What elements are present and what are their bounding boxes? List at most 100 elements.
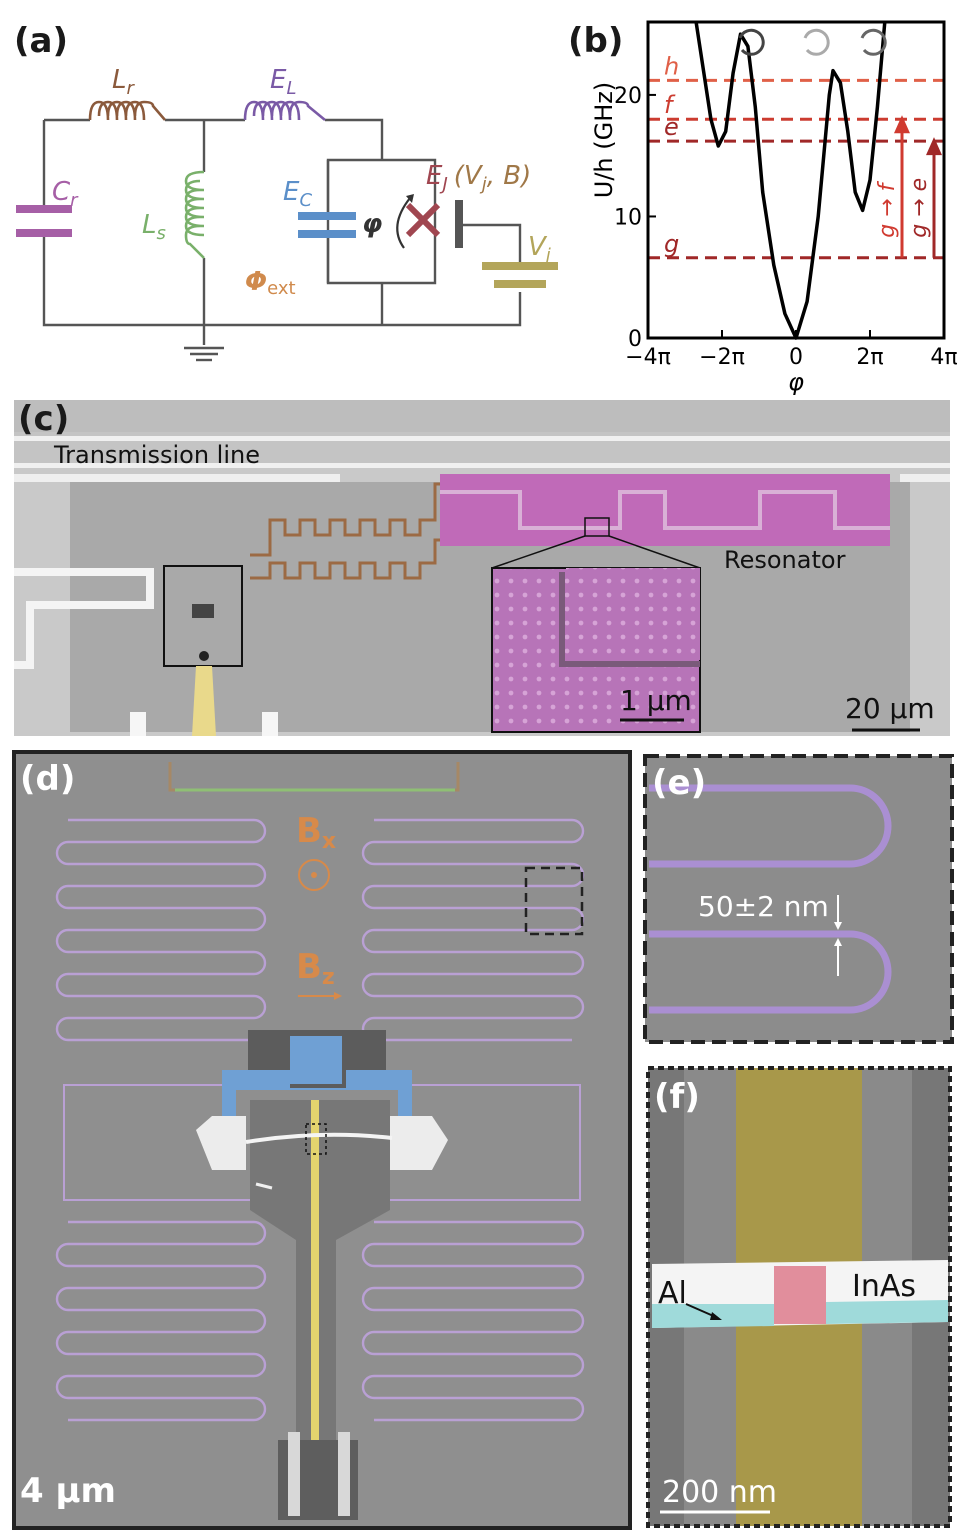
transmission-line-upper [14, 436, 950, 441]
xtick-label-3: 2π [856, 345, 883, 370]
d-gate-region [250, 1100, 390, 1470]
transmission-line-lower [14, 463, 950, 468]
transition-label-1: g → e [907, 178, 932, 238]
f-al-right [826, 1300, 948, 1324]
phi-ext-label: Φext [245, 267, 296, 299]
cr-plate-top [16, 205, 72, 213]
d-meanders [55, 818, 585, 1422]
d-zoom-box [305, 1123, 327, 1155]
ec-plate-bottom [298, 230, 356, 238]
zoom-box [584, 517, 610, 537]
sem-e-frame [643, 754, 954, 1044]
vj-label: Vj [528, 232, 551, 266]
d-lead-left [288, 1432, 300, 1516]
vj-plate-long [482, 262, 558, 270]
e-arrowhead-bottom [834, 938, 842, 946]
level-label-h: h [664, 52, 679, 80]
potential-curve [694, 21, 887, 340]
meander-bottom-right [361, 1220, 585, 1422]
panel-c-label: (c) [18, 399, 69, 439]
level-label-e: e [664, 113, 679, 141]
ls-label: Ls [142, 210, 166, 244]
panel-b-label: (b) [568, 21, 623, 61]
d-nanowire [245, 1132, 393, 1144]
phi-arrowhead [406, 194, 414, 203]
e-meander-lower [649, 930, 892, 1014]
level-label-g: g [664, 230, 679, 258]
pad-left [130, 712, 146, 736]
cr-label: Cr [52, 177, 79, 211]
zoom-line-right [608, 535, 701, 569]
ej-junction [405, 202, 441, 238]
bx-dot [311, 872, 317, 878]
d-contact-left [196, 1116, 246, 1170]
bx-label: Bx [296, 811, 336, 854]
meander-bottom-left [55, 1220, 267, 1422]
qubit-device [192, 604, 214, 618]
f-al-arrowhead [710, 1312, 722, 1320]
bz-label: Bz [296, 947, 335, 990]
inset-upper-region [566, 568, 700, 660]
f-inas-label: InAs [852, 1269, 916, 1304]
d-lead-right [338, 1432, 350, 1516]
inset-edge [559, 572, 700, 667]
panel-f-label: (f) [654, 1077, 700, 1117]
meander-top-left [55, 818, 267, 1042]
gate-pad [199, 651, 209, 661]
transition-arrowhead-0 [894, 115, 910, 134]
ground-edge-left [14, 474, 340, 482]
xtick-label-4: 4π [930, 345, 957, 370]
panel-d-label: (d) [20, 759, 75, 799]
d-fragment [255, 1182, 273, 1190]
xtick-label-2: 0 [789, 345, 803, 370]
panel-a-label: (a) [14, 21, 68, 61]
f-junction-inas [774, 1266, 826, 1324]
sem-c-top-band [14, 400, 950, 432]
ground-edge-right [900, 474, 950, 482]
d-capacitor-pad [290, 1036, 342, 1084]
pad-right [262, 712, 278, 736]
transition-arrowhead-1 [926, 137, 942, 156]
resonator-gap [440, 490, 890, 530]
xtick-label-1: −2π [699, 345, 745, 370]
x-axis-label: φ [788, 368, 804, 396]
panel-d: Bx Bz (d) 4 μm [12, 750, 632, 1530]
panel-e: 50±2 nm (e) [643, 754, 954, 1044]
lr-inductor [88, 100, 166, 121]
circuit-wires [42, 118, 522, 345]
feed-line-left [14, 568, 154, 669]
panel-a: (a) Lr EL [14, 21, 558, 362]
e-width-annotation: 50±2 nm [698, 890, 829, 923]
y-axis-label: U/h (GHz) [590, 82, 618, 198]
rotation-icon-2 [860, 28, 887, 56]
phi-label: φ [362, 209, 382, 239]
f-scale-text: 200 nm [662, 1475, 777, 1510]
d-e-zoom-box [524, 866, 584, 936]
d-gate-line [311, 1100, 319, 1480]
gate-electrode [455, 200, 463, 248]
e-meander-upper [649, 784, 892, 868]
ls-inductor [184, 170, 205, 259]
resonator-label: Resonator [724, 546, 846, 574]
ec-label: EC [283, 177, 312, 211]
panel-f: Al InAs 200 nm (f) [646, 1066, 952, 1528]
ytick-label-1: 10 [614, 205, 642, 230]
f-al-label: Al [658, 1276, 687, 1311]
ground-symbol [184, 346, 224, 362]
ec-plate-top [298, 212, 356, 220]
panel-e-label: (e) [652, 763, 706, 803]
rotation-icon-0 [738, 28, 765, 56]
xtick-label-0: −4π [625, 345, 671, 370]
vj-plate-short [494, 280, 546, 288]
d-scale-text: 4 μm [20, 1471, 116, 1511]
el-label: EL [270, 65, 296, 99]
gate-line-yellow [192, 666, 216, 736]
bx-out-of-plane-icon [298, 859, 330, 891]
chart-frame [646, 20, 946, 340]
d-contact-right [390, 1116, 448, 1170]
c-scale-text: 20 μm [845, 692, 935, 725]
bz-arrowhead [334, 992, 342, 1000]
ytick-label-2: 20 [614, 84, 642, 109]
rotation-icon-1 [803, 28, 830, 56]
